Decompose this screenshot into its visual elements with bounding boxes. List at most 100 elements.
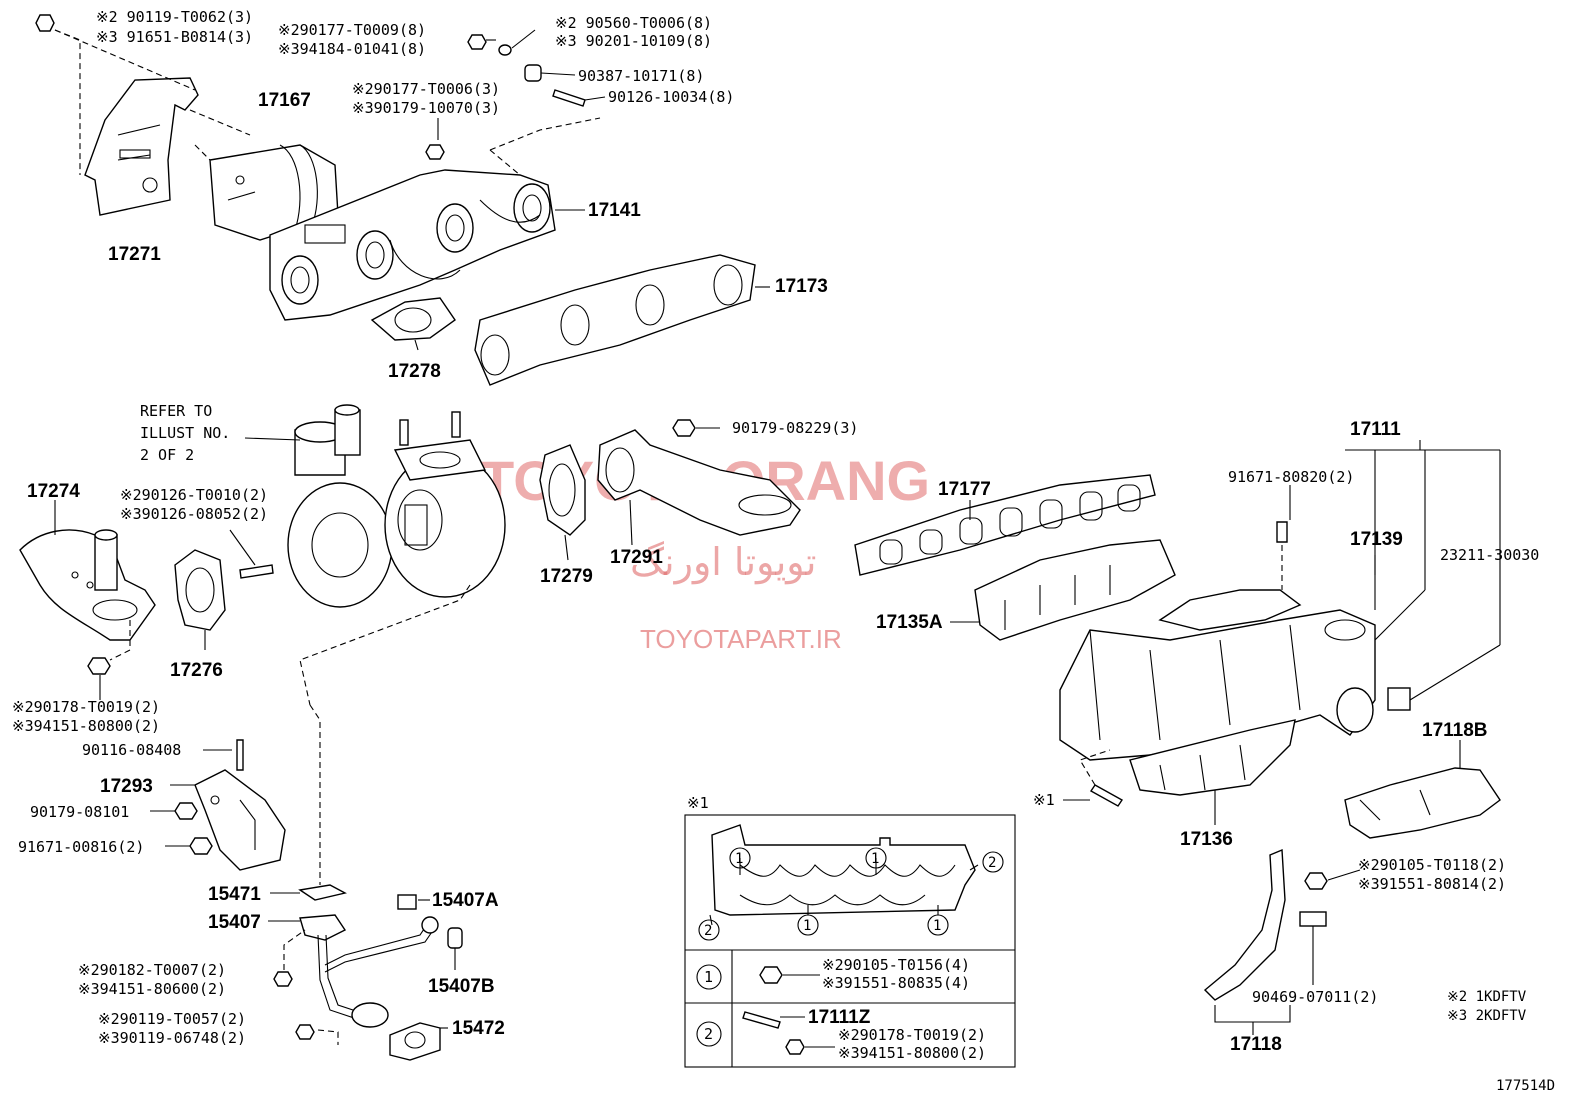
part-17141-exhaust-manifold[interactable]: [269, 169, 556, 321]
legend-note-3: ※3 2KDFTV: [1447, 1008, 1527, 1024]
callout-label[interactable]: 15407A: [432, 890, 499, 911]
sensor-icon: [1387, 687, 1411, 711]
callout-label[interactable]: REFER TO: [140, 402, 212, 420]
callout-label[interactable]: 17118B: [1422, 720, 1488, 741]
nut-icon: [467, 34, 487, 50]
inset-callout-1a: 1: [735, 851, 743, 867]
part-17177-intake-gasket[interactable]: [854, 474, 1156, 576]
callout-label[interactable]: 17111: [1350, 419, 1401, 440]
callout-label[interactable]: ※290182-T0007(2): [78, 961, 226, 979]
callout-label[interactable]: ※290105-T0118(2): [1358, 856, 1506, 874]
stud-icon: [236, 739, 244, 771]
inset-label: ※1: [687, 794, 709, 812]
part-17291-exhaust-pipe[interactable]: [597, 429, 801, 536]
callout-label[interactable]: ※390119-06748(2): [98, 1029, 246, 1047]
part-15407-oil-pipe[interactable]: [299, 914, 437, 1028]
callout-label[interactable]: ※3 91651-B0814(3): [96, 28, 253, 46]
part-labels: ※2 90119-T0062(3) ※3 91651-B0814(3) ※290…: [12, 8, 1539, 1055]
part-17274-inlet-elbow[interactable]: [19, 529, 156, 641]
callout-label[interactable]: ※390126-08052(2): [120, 505, 268, 523]
callout-label[interactable]: ※290178-T0019(2): [12, 698, 160, 716]
part-17279-gasket[interactable]: [539, 444, 586, 536]
bolt-icon: [1276, 521, 1288, 543]
callout-label[interactable]: 17136: [1180, 829, 1233, 850]
callout-label[interactable]: ※290119-T0057(2): [98, 1010, 246, 1028]
part-17135a-insulator[interactable]: [974, 539, 1176, 641]
bolt-icon: [189, 837, 213, 855]
callout-label[interactable]: 17118: [1230, 1034, 1282, 1055]
callout-label[interactable]: 91671-00816(2): [18, 838, 144, 856]
inset-callout-1d: 1: [933, 918, 941, 934]
callout-label[interactable]: 90179-08101: [30, 803, 129, 821]
callout-label[interactable]: ※290177-T0009(8): [278, 21, 426, 39]
nut-icon: [524, 64, 542, 82]
callout-label[interactable]: 17139: [1350, 529, 1403, 550]
clip-icon: [1299, 911, 1327, 927]
callout-label[interactable]: 17278: [388, 361, 441, 382]
callout-label[interactable]: 17177: [938, 479, 991, 500]
callout-label[interactable]: ※1: [1033, 791, 1055, 809]
legend-note-2: ※2 1KDFTV: [1447, 989, 1527, 1005]
turbocharger[interactable]: [287, 404, 506, 608]
callout-label[interactable]: 15407: [208, 912, 261, 933]
callout-label[interactable]: 17135A: [876, 612, 943, 633]
part-17118b-bracket[interactable]: [1344, 767, 1501, 839]
callout-label[interactable]: ※394151-80600(2): [78, 980, 226, 998]
part-17276-gasket[interactable]: [174, 549, 226, 631]
callout-label[interactable]: 90387-10171(8): [578, 67, 704, 85]
callout-label[interactable]: ※394184-01041(8): [278, 40, 426, 58]
callout-label[interactable]: 17173: [775, 276, 828, 297]
callout-label[interactable]: 17291: [610, 547, 663, 568]
stud-icon: [552, 89, 586, 107]
callout-label[interactable]: ※3 90201-10109(8): [555, 32, 712, 50]
part-15472-gasket[interactable]: [389, 1022, 441, 1061]
callout-label[interactable]: 90469-07011(2): [1252, 988, 1378, 1006]
inset-callout-1c: 1: [803, 918, 811, 934]
callout-label[interactable]: 17276: [170, 660, 223, 681]
callout-label[interactable]: ※290177-T0006(3): [352, 80, 500, 98]
callout-label[interactable]: 2 OF 2: [140, 446, 194, 464]
watermark-site: TOYOTAPART.IR: [640, 624, 842, 654]
bolt-icon: [174, 802, 198, 820]
part-17271-heat-insulator[interactable]: [84, 77, 199, 216]
callout-label[interactable]: ※2 90560-T0006(8): [555, 14, 712, 32]
inset-row2-num: 2: [704, 1025, 713, 1043]
callout-label[interactable]: 90126-10034(8): [608, 88, 734, 106]
part-17136-insulator[interactable]: [1129, 719, 1296, 796]
callout-label[interactable]: 15472: [452, 1018, 505, 1039]
callout-label[interactable]: ※394151-80800(2): [12, 717, 160, 735]
callout-label[interactable]: ※390179-10070(3): [352, 99, 500, 117]
callout-label[interactable]: ※290126-T0010(2): [120, 486, 268, 504]
part-17139-bracket[interactable]: [1158, 589, 1302, 631]
part-17278-gasket[interactable]: [370, 297, 456, 341]
callout-label[interactable]: 90116-08408: [82, 741, 181, 759]
nut-icon: [87, 657, 111, 675]
washer-icon: [498, 44, 512, 56]
callout-label[interactable]: 17293: [100, 776, 153, 797]
callout-label[interactable]: ILLUST NO.: [140, 424, 230, 442]
callout-label[interactable]: 17271: [108, 244, 161, 265]
part-17293-bracket[interactable]: [194, 769, 286, 871]
inset-callout-1b: 1: [871, 851, 879, 867]
part-17111-intake-manifold[interactable]: [1059, 609, 1376, 761]
callout-label[interactable]: 15471: [208, 884, 261, 905]
callout-label[interactable]: ※391551-80814(2): [1358, 875, 1506, 893]
callout-label[interactable]: 17274: [27, 481, 80, 502]
inset-row2-b: ※394151-80800(2): [838, 1044, 986, 1062]
callout-label[interactable]: 91671-80820(2): [1228, 468, 1354, 486]
part-15407b-plug[interactable]: [447, 927, 463, 949]
nut-icon: [672, 419, 696, 437]
callout-label[interactable]: 17279: [540, 566, 593, 587]
part-17173-manifold-gasket[interactable]: [474, 254, 756, 386]
callout-label[interactable]: 15407B: [428, 976, 495, 997]
part-15407a-union[interactable]: [397, 894, 439, 934]
inset-row2-part: 17111Z: [808, 1007, 871, 1028]
callout-label[interactable]: 23211-30030: [1440, 546, 1539, 564]
part-17118-stay[interactable]: [1203, 848, 1286, 1001]
diagram-id: 177514D: [1496, 1078, 1555, 1094]
callout-label[interactable]: 90179-08229(3): [732, 419, 858, 437]
callout-label[interactable]: 17167: [258, 90, 311, 111]
part-15471-gasket[interactable]: [298, 884, 347, 901]
callout-label[interactable]: 17141: [588, 200, 641, 221]
callout-label[interactable]: ※2 90119-T0062(3): [96, 8, 253, 26]
